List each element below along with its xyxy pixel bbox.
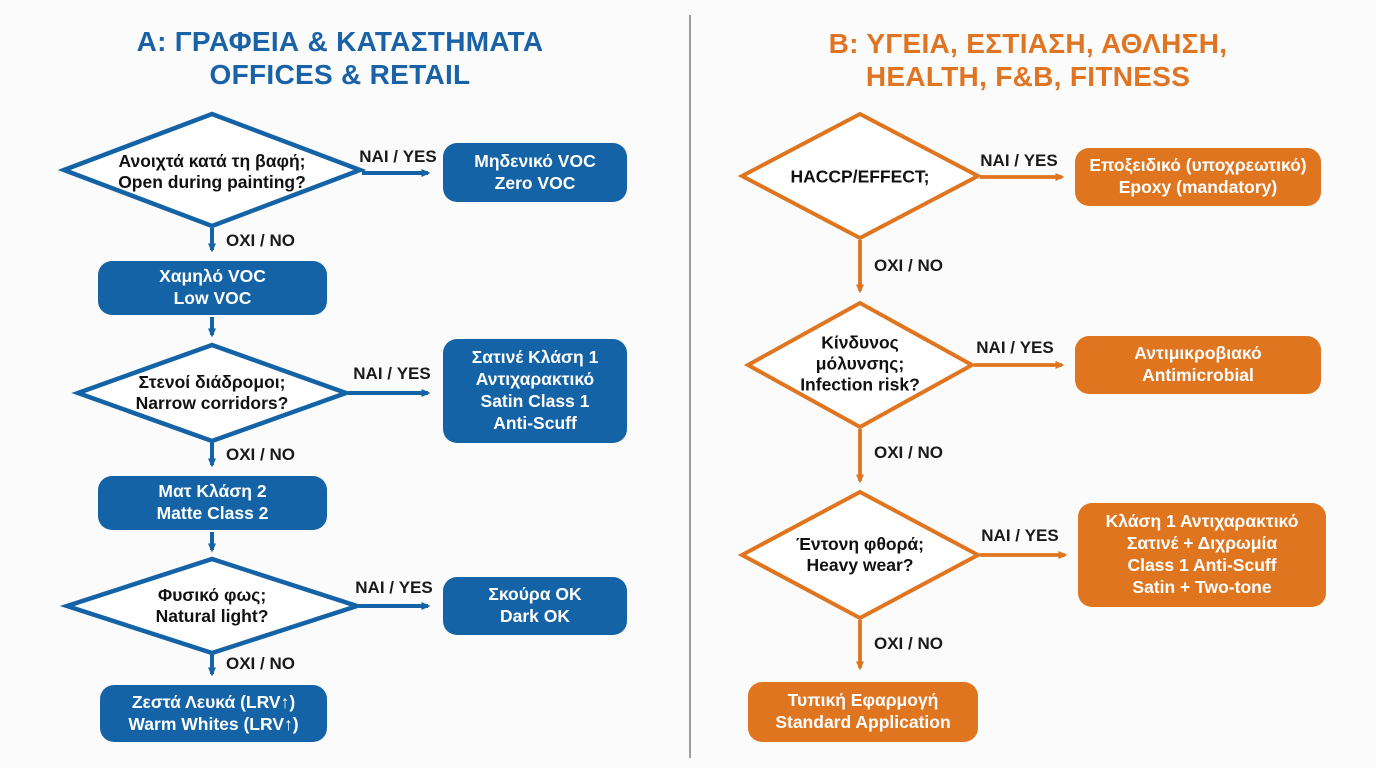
- decision-text-open-during-painting: Ανοιχτά κατά τη βαφή; Open during painti…: [118, 151, 306, 192]
- result-box-warm-whites: Ζεστά Λευκά (LRV↑) Warm Whites (LRV↑): [100, 685, 327, 742]
- decision-diamond-infection-risk: [743, 300, 977, 430]
- decision-diamond-heavy-wear: [737, 489, 983, 621]
- decision-text-infection-risk: Κίνδυνος μόλυνσης; Infection risk?: [800, 332, 920, 395]
- decision-diamond-open-during-painting: [57, 111, 367, 229]
- decision-text-heavy-wear: Έντονη φθορά; Heavy wear?: [795, 534, 925, 575]
- edge-label-left-yes-1: ΝΑΙ / YES: [359, 147, 437, 166]
- edge-label-right-no-3: ΟΧΙ / NO: [874, 634, 943, 653]
- edge-label-left-no-2: ΟΧΙ / NO: [226, 445, 295, 464]
- decision-diamond-natural-light: [59, 556, 365, 656]
- edge-label-right-no-2: ΟΧΙ / NO: [874, 443, 943, 462]
- edge-label-left-yes-2: ΝΑΙ / YES: [353, 364, 431, 383]
- edge-label-left-no-3: ΟΧΙ / NO: [226, 654, 295, 673]
- column-divider: [689, 15, 691, 758]
- edge-label-right-yes-1: ΝΑΙ / YES: [980, 151, 1058, 170]
- result-box-class1-antiscuff-twotone: Κλάση 1 Αντιχαρακτικό Σατινέ + Διχρωμία …: [1078, 503, 1326, 607]
- edge-label-left-yes-3: ΝΑΙ / YES: [355, 578, 433, 597]
- result-box-epoxy-mandatory: Εποξειδικό (υποχρεωτικό) Epoxy (mandator…: [1075, 148, 1321, 206]
- result-box-matte-class2: Ματ Κλάση 2 Matte Class 2: [98, 476, 327, 530]
- decision-diamond-haccp-effect: [737, 111, 983, 241]
- right-column-title: Β: ΥΓΕΙΑ, ΕΣΤΙΑΣΗ, ΑΘΛΗΣΗ, HEALTH, F&B, …: [828, 27, 1228, 92]
- result-box-standard-application: Τυπική Εφαρμογή Standard Application: [748, 682, 978, 742]
- result-box-satin-class1-antiscuff: Σατινέ Κλάση 1 Αντιχαρακτικό Satin Class…: [443, 339, 627, 443]
- decision-text-narrow-corridors: Στενοί διάδρομοι; Narrow corridors?: [135, 372, 289, 413]
- result-box-low-voc: Χαμηλό VOC Low VOC: [98, 261, 327, 315]
- decision-diamond-narrow-corridors: [71, 342, 353, 444]
- edge-label-left-no-1: ΟΧΙ / NO: [226, 231, 295, 250]
- decision-text-haccp-effect: HACCP/EFFECT;: [790, 166, 930, 187]
- result-box-dark-ok: Σκούρα ΟΚ Dark OK: [443, 577, 627, 635]
- edge-label-right-yes-2: ΝΑΙ / YES: [976, 338, 1054, 357]
- edge-label-right-yes-3: ΝΑΙ / YES: [981, 526, 1059, 545]
- result-box-antimicrobial: Αντιμικροβιακό Antimicrobial: [1075, 336, 1321, 394]
- edge-label-right-no-1: ΟΧΙ / NO: [874, 256, 943, 275]
- result-box-zero-voc: Μηδενικό VOC Zero VOC: [443, 143, 627, 202]
- left-column-title: Α: ΓΡΑΦΕΙΑ & ΚΑΤΑΣΤΗΜΑΤΑ OFFICES & RETAI…: [136, 25, 544, 90]
- decision-text-natural-light: Φυσικό φως; Natural light?: [155, 585, 269, 626]
